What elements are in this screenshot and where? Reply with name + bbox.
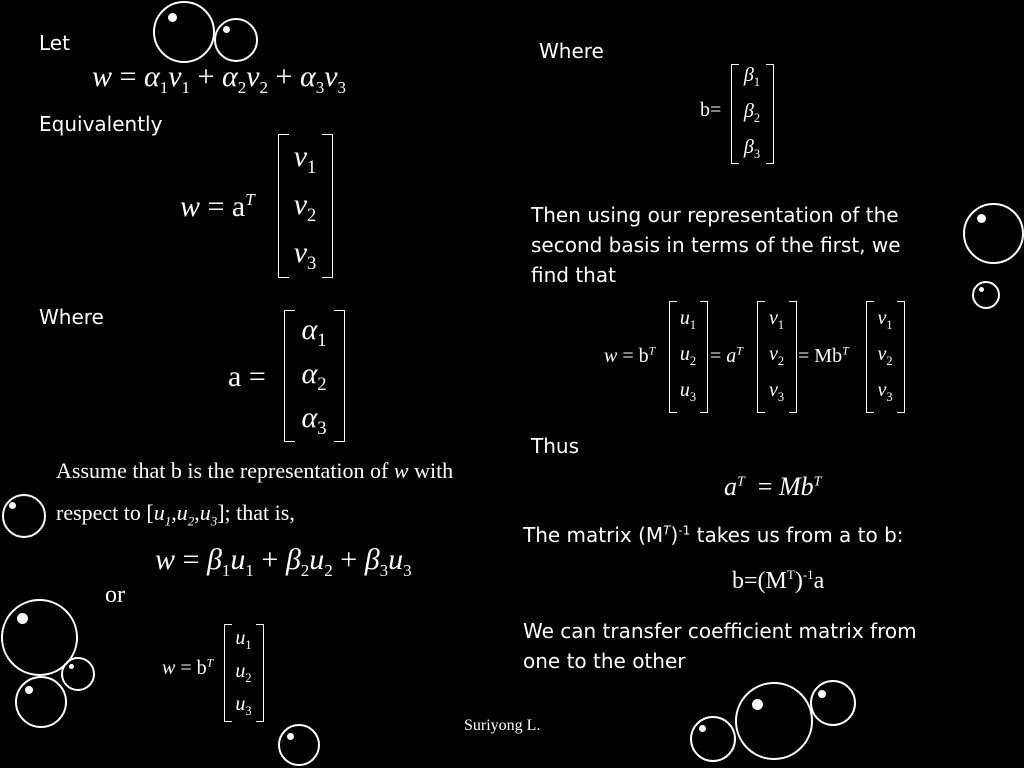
matrix-bracket-left [669, 301, 677, 413]
text-matrix-takes: The matrix (MT)-1 takes us from a to b: [523, 523, 904, 547]
equation-w-beta-u: w = β1u1 + β2u2 + β3u3 [155, 543, 412, 580]
text-respect-to: respect to [u1,u2,u3]; that is, [56, 500, 295, 529]
label-or: or [105, 582, 125, 608]
bubble-highlight [17, 613, 28, 624]
equation-w-alpha-v: w = α1v1 + α2v2 + α3v3 [92, 60, 347, 97]
text-then-using: Then using our representation of the sec… [531, 203, 901, 287]
bubble-highlight [699, 725, 706, 732]
matrix-bracket-right [256, 624, 264, 722]
bubble-decoration [61, 657, 95, 691]
bubble-highlight [69, 664, 74, 669]
column-vector-v: v1 v2 v3 [877, 307, 893, 404]
matrix-bracket-left [278, 134, 289, 278]
bubble-decoration [2, 494, 46, 538]
bubble-highlight [223, 26, 230, 33]
matrix-bracket-right [766, 64, 774, 164]
bubble-highlight [818, 690, 826, 698]
footer-author: Suriyong L. [464, 717, 541, 734]
column-vector-u: u1 u2 u3 [235, 627, 252, 718]
bubble-decoration [15, 676, 67, 728]
equation-eq-MbT: = MbT [798, 343, 849, 367]
matrix-bracket-left [224, 624, 232, 722]
bubble-highlight [287, 733, 294, 740]
equation-w-bT-u: w = bT [162, 655, 214, 679]
bubble-highlight [9, 502, 16, 509]
bubble-highlight [168, 13, 177, 22]
matrix-bracket-right [789, 301, 797, 413]
column-vector-alpha: α1 α2 α3 [301, 313, 327, 439]
bubble-decoration [690, 716, 736, 762]
bubble-highlight [25, 686, 33, 694]
bubble-decoration [972, 281, 1000, 309]
bubble-decoration [810, 680, 856, 726]
matrix-bracket-left [731, 64, 739, 164]
label-let: Let [39, 31, 70, 55]
bubble-decoration [278, 724, 320, 766]
matrix-bracket-left [757, 301, 765, 413]
bubble-decoration [963, 203, 1024, 264]
equation-b-equals: b= [700, 99, 722, 121]
text-assume: Assume that b is the representation of w… [56, 458, 454, 483]
column-vector-v: v1 v2 v3 [293, 140, 317, 274]
matrix-bracket-left [866, 301, 874, 413]
equation-b-inverse: b=(MT)-1a [732, 567, 825, 594]
bubble-highlight [977, 214, 986, 223]
matrix-bracket-right [322, 134, 333, 278]
label-where-right: Where [539, 39, 604, 63]
matrix-bracket-right [897, 301, 905, 413]
equation-w-aT: w = aT [180, 190, 255, 223]
column-vector-beta: β1 β2 β3 [743, 64, 761, 161]
matrix-bracket-left [284, 310, 295, 442]
bubble-highlight [752, 699, 763, 710]
column-vector-u: u1 u2 u3 [679, 307, 697, 404]
column-vector-v: v1 v2 v3 [768, 307, 785, 404]
equation-eq-aT: = aT [710, 343, 743, 367]
bubble-highlight [979, 287, 984, 292]
label-where-left: Where [39, 305, 104, 329]
bubble-decoration [735, 682, 813, 760]
equation-aT-MbT: aT = MbT [724, 472, 822, 501]
label-thus: Thus [531, 434, 579, 458]
bubble-decoration [214, 18, 258, 62]
equation-w-bT: w = bT [604, 343, 656, 367]
bubble-decoration [1, 599, 78, 676]
label-equivalently: Equivalently [39, 112, 163, 136]
equation-a-equals: a = [228, 360, 266, 393]
matrix-bracket-right [334, 310, 345, 442]
matrix-bracket-right [700, 301, 708, 413]
bubble-decoration [153, 1, 215, 63]
text-transfer: We can transfer coefficient matrix from … [523, 619, 917, 673]
